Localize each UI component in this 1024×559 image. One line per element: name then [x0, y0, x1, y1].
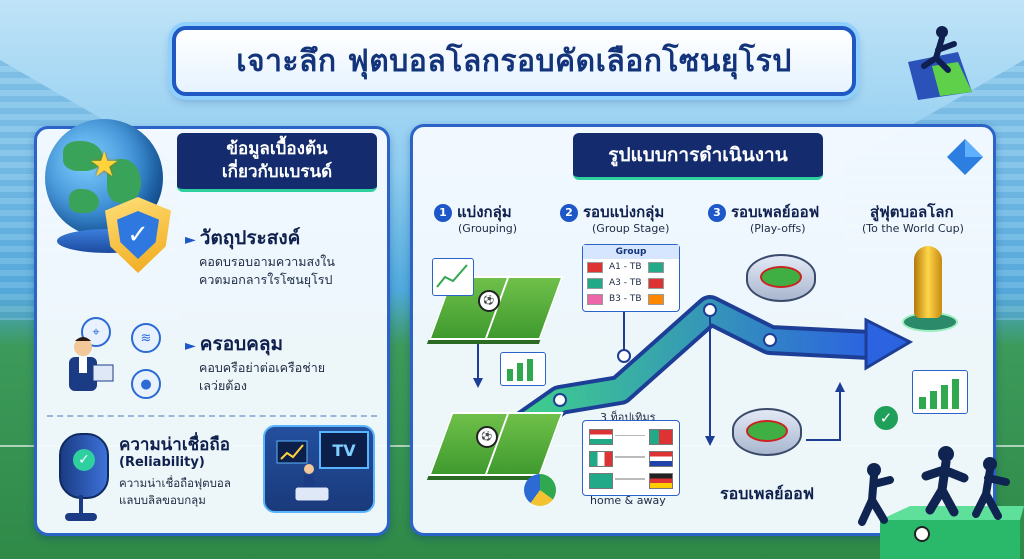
star-icon: ★: [89, 145, 120, 185]
wifi-icon: ≋: [131, 323, 161, 353]
pie-chart-icon: [524, 474, 556, 506]
brand-info-header: ข้อมูลเบื้องต้น เกี่ยวกับแบรนด์: [177, 133, 377, 192]
flag-icon: [649, 451, 673, 467]
brand-info-header-line1: ข้อมูลเบื้องต้น: [226, 139, 328, 160]
section-divider: [47, 415, 377, 417]
home-away-label: home & away: [590, 494, 666, 507]
page-title: เจาะลึก ฟุตบอลโลกรอบคัดเลือกโซนยุโรป: [236, 43, 792, 79]
mic-base: [65, 513, 97, 521]
flag-icon: [587, 261, 603, 273]
shield-check-icon: ✓: [117, 211, 159, 259]
step-4-subtitle: (To the World Cup): [862, 222, 964, 235]
flag-icon: [649, 473, 673, 489]
chevron-right-icon: ►: [185, 232, 196, 248]
bar-chart-icon: [500, 352, 546, 386]
coverage-title: ►ครอบคลุม: [185, 333, 284, 355]
title-banner: เจาะลึก ฟุตบอลโลกรอบคัดเลือกโซนยุโรป: [172, 26, 856, 96]
football-icon: ⚽: [476, 426, 498, 448]
brand-info-panel: ★ ✓ ข้อมูลเบื้องต้น เกี่ยวกับแบรนด์ ►วัต…: [34, 119, 390, 536]
flag-icon: [589, 451, 613, 467]
group-row-label: A3 - TB: [609, 278, 642, 288]
mic-stand: [79, 495, 83, 515]
group-row: A1 - TB: [583, 259, 679, 275]
group-row-label: B3 - TB: [609, 294, 642, 304]
process-flow-arrow: [473, 295, 914, 446]
flag-icon: [589, 473, 613, 489]
growth-chart-icon: [912, 370, 968, 414]
brand-info-header-line2: เกี่ยวกับแบรนด์: [221, 162, 333, 182]
group-table-card: Group A1 - TB A3 - TB B3 - TB: [582, 244, 680, 312]
objective-body: คอดบรอบอามความสงใน ควตมอกลารใรโซนยุโรป: [199, 254, 335, 288]
group-row-label: A1 - TB: [609, 262, 642, 272]
flag-icon: [647, 293, 664, 305]
flag-icon: [649, 429, 673, 445]
step-3-number: 3: [708, 203, 726, 222]
step-2-number: 2: [560, 203, 578, 222]
world-cup-trophy-icon: [914, 246, 942, 318]
group-row: A3 - TB: [583, 275, 679, 291]
playoff-bottom-label: รอบเพลย์ออฟ: [720, 484, 815, 503]
matches-card: [582, 420, 680, 496]
players-silhouette-icon: [858, 446, 1024, 559]
flag-icon: [587, 293, 603, 305]
diamond-icon: [947, 139, 983, 175]
flag-icon: [647, 261, 664, 273]
step-1-subtitle: (Grouping): [458, 222, 518, 235]
step-1-number: 1: [434, 203, 452, 222]
users-icon: ●: [131, 369, 161, 399]
reliability-title-en: (Reliability): [119, 455, 205, 470]
line-chart-icon: [432, 258, 474, 296]
check-icon: ✓: [73, 449, 95, 471]
player-kick-icon: [908, 26, 972, 100]
reliability-title: ความน่าเชื่อถือ: [119, 435, 230, 455]
anchor-desk-icon: [276, 440, 330, 502]
flag-icon: [647, 277, 664, 289]
step-2-subtitle: (Group Stage): [592, 222, 670, 235]
flag-icon: [587, 277, 603, 289]
process-header: รูปแบบการดำเนินงาน: [573, 133, 823, 180]
football-icon: ⚽: [478, 290, 500, 312]
group-table-header: Group: [583, 245, 679, 259]
presenter-icon: [69, 337, 114, 391]
flag-icon: [589, 429, 613, 445]
stadium-icon: [746, 254, 816, 302]
step-4-title: สู่ฟุตบอลโลก: [870, 203, 954, 221]
group-row: B3 - TB: [583, 291, 679, 307]
check-icon: ✓: [874, 406, 898, 430]
step-3-subtitle: (Play-offs): [750, 222, 806, 235]
pitch-bottom-icon: [428, 412, 564, 476]
objective-title: ►วัตถุประสงค์: [185, 227, 301, 249]
reliability-body: ความน่าเชื่อถือฟุตบอล แลบบลิลขอบกลุม: [119, 476, 231, 507]
tv-icon: TV: [319, 431, 369, 469]
stadium-icon: [732, 408, 802, 456]
coverage-body: คอบครือย่าต่อเครือช่าย เลว่ยต้อง: [199, 360, 326, 394]
chevron-right-icon: ►: [185, 338, 196, 354]
